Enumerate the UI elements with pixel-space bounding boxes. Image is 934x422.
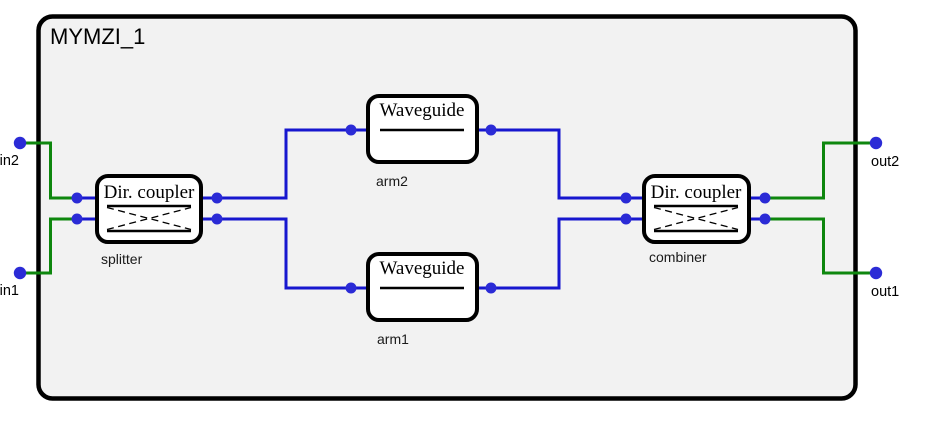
circuit-boundary	[36, 14, 858, 401]
port-dot-combiner-right-top[interactable]	[759, 192, 771, 204]
wire-arm1-to-combiner[interactable]	[477, 217, 644, 290]
block-arm1-type-label: Waveguide	[380, 258, 465, 279]
wire-splitter-to-arm1[interactable]	[201, 217, 368, 290]
wire-out1-green[interactable]	[765, 217, 876, 275]
port-dot-combiner-left-bottom[interactable]	[620, 213, 632, 225]
block-splitter-instance-label: splitter	[101, 251, 143, 267]
port-dot-combiner-left-top[interactable]	[620, 192, 632, 204]
block-combiner-type-label: Dir. coupler	[651, 182, 742, 203]
directional-coupler-icon	[106, 204, 192, 233]
directional-coupler-icon	[653, 204, 739, 233]
port-dot-splitter-left-bottom[interactable]	[71, 213, 83, 225]
circuit-title: MYMZI_1	[50, 24, 145, 49]
port-dot-arm2-right[interactable]	[485, 124, 497, 136]
block-arm1-instance-label: arm1	[377, 331, 409, 347]
port-dot-combiner-right-bottom[interactable]	[759, 213, 771, 225]
port-label-in1: in1	[0, 283, 19, 299]
port-label-in2: in2	[0, 153, 19, 169]
wire-arm2-to-combiner[interactable]	[477, 128, 644, 200]
block-arm2-type-label: Waveguide	[380, 100, 465, 121]
wire-in2-green[interactable]	[20, 141, 77, 200]
block-combiner-instance-label: combiner	[649, 249, 707, 265]
external-port-dot-out1[interactable]	[869, 266, 883, 280]
block-arm1[interactable]: Waveguide	[366, 252, 479, 322]
port-dot-arm1-right[interactable]	[485, 282, 497, 294]
external-port-dot-in1[interactable]	[13, 266, 27, 280]
port-dot-arm1-left[interactable]	[345, 282, 357, 294]
port-dot-splitter-right-top[interactable]	[211, 192, 223, 204]
port-dot-arm2-left[interactable]	[345, 124, 357, 136]
external-port-dot-in2[interactable]	[13, 136, 27, 150]
block-splitter[interactable]: Dir. coupler	[95, 174, 203, 244]
block-splitter-type-label: Dir. coupler	[104, 182, 195, 203]
external-port-dot-out2[interactable]	[869, 136, 883, 150]
wire-in1-green[interactable]	[20, 217, 77, 275]
block-arm2-instance-label: arm2	[376, 173, 408, 189]
wire-splitter-to-arm2[interactable]	[201, 128, 368, 200]
port-label-out1: out1	[871, 284, 899, 300]
block-arm2[interactable]: Waveguide	[366, 94, 479, 164]
port-dot-splitter-right-bottom[interactable]	[211, 213, 223, 225]
port-dot-splitter-left-top[interactable]	[71, 192, 83, 204]
wire-out2-green[interactable]	[765, 141, 876, 200]
port-label-out2: out2	[871, 154, 899, 170]
block-combiner[interactable]: Dir. coupler	[642, 174, 751, 244]
